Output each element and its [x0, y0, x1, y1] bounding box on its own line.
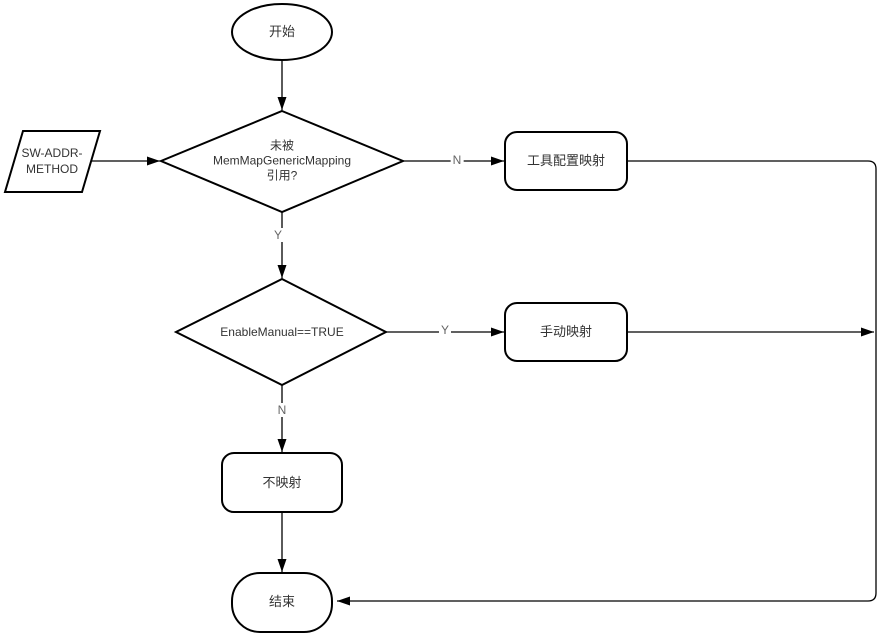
decision-memmap-label: 未被 MemMapGenericMapping 引用? [213, 139, 351, 184]
no-mapping-box [221, 452, 343, 513]
sw-addr-method-label: SW-ADDR- METHOD [21, 145, 82, 177]
sw-addr-method-label-line1: SW-ADDR- [21, 146, 83, 160]
edge-label-enable-manual-no: N [275, 403, 289, 417]
sw-addr-method-label-line2: METHOD [25, 162, 78, 176]
start-terminator-shape [231, 3, 333, 61]
end-label: 结束 [268, 594, 296, 609]
decision-memmap-diamond [158, 109, 406, 214]
start-label: 开始 [268, 24, 296, 39]
sw-addr-method-parallelogram [3, 130, 102, 193]
tool-config-mapping-label: 工具配置映射 [526, 153, 606, 168]
edge-label-memmap-yes: Y [271, 228, 285, 242]
tool-config-mapping-box [504, 131, 628, 191]
decision-enable-manual-label: EnableManual==TRUE [220, 325, 344, 339]
end-terminator-shape [231, 572, 333, 633]
edge-label-enable-manual-yes: Y [438, 323, 452, 337]
manual-mapping-box [504, 302, 628, 362]
decision-memmap-label-line3: 引用? [266, 168, 298, 183]
decision-enable-manual-diamond [173, 277, 389, 387]
decision-memmap-label-line1: 未被 [269, 138, 294, 153]
edge-tool-config-to-end [337, 160, 877, 606]
edge-label-memmap-no: N [450, 153, 464, 167]
decision-memmap-label-line2: MemMapGenericMapping [212, 153, 352, 168]
no-mapping-label: 不映射 [262, 475, 302, 490]
manual-mapping-label: 手动映射 [539, 324, 593, 339]
